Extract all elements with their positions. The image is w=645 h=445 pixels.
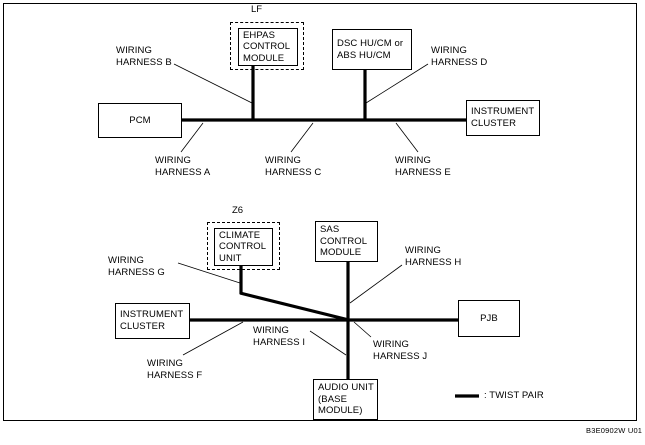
- harness-label-g-line-1: WIRING: [108, 255, 144, 266]
- harness-label-f: WIRING HARNESS F: [147, 358, 202, 382]
- node-sas-line-1: SAS: [320, 224, 340, 236]
- node-dsc-line-1: DSC HU/CM or: [337, 37, 404, 49]
- leader-harness-b: [173, 63, 253, 104]
- harness-label-d: WIRING HARNESS D: [431, 45, 487, 69]
- harness-label-c-line-1: WIRING: [265, 155, 301, 166]
- harness-label-g: WIRING HARNESS G: [108, 255, 165, 279]
- harness-label-b-line-1: WIRING: [116, 45, 152, 56]
- leader-harness-e: [395, 122, 419, 153]
- node-pjb[interactable]: PJB: [458, 300, 520, 337]
- harness-label-j-line-2: HARNESS J: [373, 350, 428, 362]
- leader-harness-a: [180, 122, 204, 153]
- harness-label-c-line-2: HARNESS C: [265, 166, 322, 178]
- harness-label-h: WIRING HARNESS H: [405, 245, 461, 269]
- node-sas-control-module[interactable]: SAS CONTROL MODULE: [315, 221, 378, 262]
- diagram-frame: [3, 3, 637, 421]
- harness-label-h-line-2: HARNESS H: [405, 256, 462, 268]
- leader-harness-i: [309, 330, 347, 356]
- harness-label-j-line-1: WIRING: [373, 339, 409, 350]
- node-instrument-cluster-bottom-line-2: CLUSTER: [120, 321, 166, 332]
- harness-label-a-line-2: HARNESS A: [155, 166, 211, 178]
- node-pjb-line-1: PJB: [480, 312, 498, 324]
- harness-label-e-line-1: WIRING: [395, 155, 431, 166]
- harness-label-g-line-2: HARNESS G: [108, 266, 165, 278]
- climate-twist-pair-diagonal: [239, 291, 350, 322]
- leader-harness-d: [365, 63, 429, 104]
- group-tag-z6: Z6: [232, 205, 244, 216]
- harness-label-b-line-2: HARNESS B: [116, 56, 172, 68]
- leader-lines: [173, 63, 429, 356]
- bus-lines: [182, 66, 466, 380]
- group-box-lf: [230, 22, 304, 70]
- node-dsc-line-2: ABS HU/CM: [337, 49, 391, 61]
- node-climate-line-1: CLIMATE: [219, 229, 261, 241]
- harness-label-f-line-1: WIRING: [147, 358, 183, 369]
- node-instrument-cluster-top[interactable]: INSTRUMENT CLUSTER: [466, 100, 540, 136]
- node-instrument-cluster-bottom-line-1: INSTRUMENT: [120, 309, 184, 321]
- node-audio-line-3: MODULE): [318, 405, 363, 417]
- node-dsc-abs-hu-cm[interactable]: DSC HU/CM or ABS HU/CM: [332, 29, 412, 70]
- harness-label-c: WIRING HARNESS C: [265, 155, 321, 179]
- node-ehpas-line-1: EHPAS: [243, 29, 276, 41]
- harness-label-e: WIRING HARNESS E: [395, 155, 451, 179]
- node-audio-line-2: (BASE: [318, 393, 348, 405]
- harness-label-d-line-1: WIRING: [431, 45, 467, 56]
- node-ehpas-line-3: MODULE: [243, 52, 285, 64]
- node-climate-line-3: UNIT: [219, 252, 242, 264]
- twist-pair-legend-label: : TWIST PAIR: [484, 390, 544, 401]
- harness-label-d-line-2: HARNESS D: [431, 56, 488, 68]
- harness-label-j: WIRING HARNESS J: [373, 339, 427, 363]
- node-audio-line-1: AUDIO UNIT: [318, 382, 374, 394]
- leader-harness-h: [349, 264, 403, 304]
- node-pcm[interactable]: PCM: [98, 103, 182, 138]
- node-audio-unit-base-module[interactable]: AUDIO UNIT (BASE MODULE): [313, 379, 378, 420]
- harness-label-f-line-2: HARNESS F: [147, 369, 203, 381]
- node-sas-line-2: CONTROL: [320, 235, 368, 247]
- harness-label-e-line-2: HARNESS E: [395, 166, 451, 178]
- leader-harness-g: [177, 262, 241, 284]
- harness-label-i-line-1: WIRING: [253, 325, 289, 336]
- leader-harness-c: [290, 122, 314, 153]
- harness-label-i: WIRING HARNESS I: [253, 325, 305, 349]
- node-pcm-line-1: PCM: [129, 114, 151, 126]
- node-instrument-cluster-bottom[interactable]: INSTRUMENT CLUSTER: [115, 303, 190, 339]
- node-sas-line-3: MODULE: [320, 247, 362, 259]
- leader-harness-f: [182, 321, 244, 356]
- harness-label-a-line-1: WIRING: [155, 155, 191, 166]
- group-box-z6: [207, 222, 280, 270]
- node-ehpas-line-2: CONTROL: [243, 41, 291, 53]
- node-instrument-cluster-top-line-2: CLUSTER: [471, 118, 517, 129]
- node-ehpas-control-module[interactable]: EHPAS CONTROL MODULE: [238, 28, 298, 66]
- harness-label-b: WIRING HARNESS B: [116, 45, 172, 69]
- node-climate-line-2: CONTROL: [219, 241, 267, 253]
- node-instrument-cluster-top-line-1: INSTRUMENT: [471, 106, 535, 118]
- harness-label-h-line-1: WIRING: [405, 245, 441, 256]
- leader-harness-j: [353, 321, 372, 338]
- node-climate-control-unit[interactable]: CLIMATE CONTROL UNIT: [214, 228, 273, 266]
- figure-reference-code: B3E0902W U01: [586, 426, 643, 435]
- group-tag-lf: LF: [251, 4, 263, 15]
- harness-label-a: WIRING HARNESS A: [155, 155, 210, 179]
- harness-label-i-line-2: HARNESS I: [253, 336, 306, 348]
